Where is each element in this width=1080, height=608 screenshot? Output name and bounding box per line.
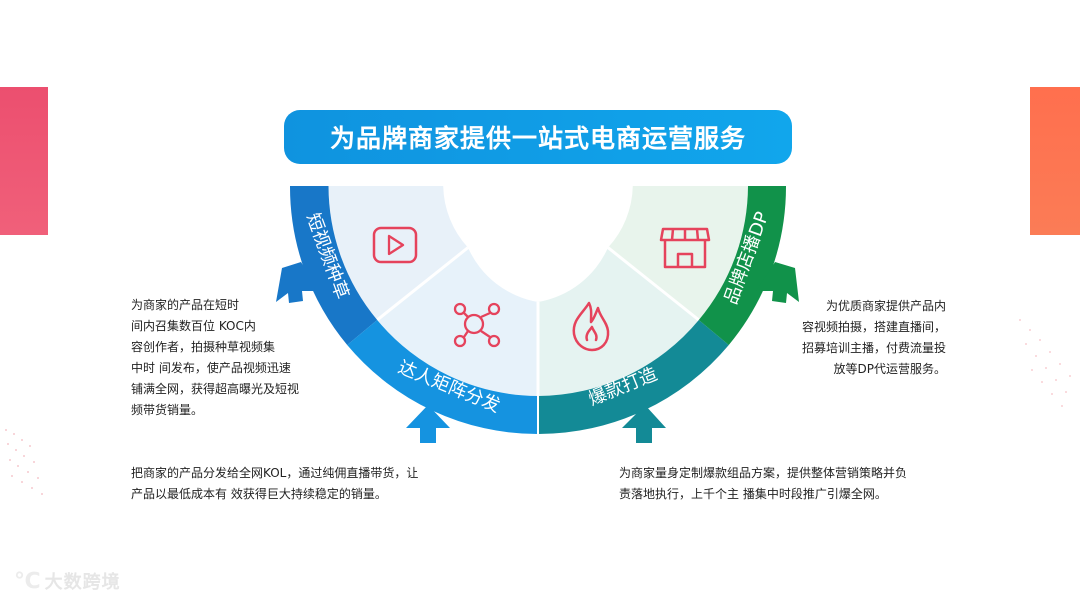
- logo-icon: ℃: [14, 568, 41, 594]
- desc-short-video: 为商家的产品在短时 间内召集数百位 KOC内 容创作者，拍摄种草视频集 中时 间…: [131, 295, 331, 421]
- arrow-brand-store: [756, 262, 799, 303]
- desc-line: 为商家量身定制爆款组品方案，提供整体营销策略并负: [619, 466, 908, 480]
- sector-fill-2: [377, 247, 538, 396]
- play-video-icon: [372, 226, 418, 264]
- diagram-title: 为品牌商家提供一站式电商运营服务: [329, 124, 746, 153]
- arrow-short-video: [276, 262, 319, 303]
- network-nodes-icon: [453, 302, 501, 348]
- band-hot-product: [538, 320, 729, 435]
- arrow-hot-product: [622, 405, 666, 443]
- arrow-influencer: [406, 405, 450, 443]
- divider-3: [607, 246, 700, 322]
- brand-logo: ℃ 大数跨境: [14, 568, 121, 594]
- desc-line: 频带货销量。: [131, 403, 204, 417]
- desc-line: 容创作者，拍摄种草视频集: [131, 340, 276, 354]
- desc-influencer: 把商家的产品分发给全网KOL，通过纯佣直播带货，让 产品以最低成本有 效获得巨大…: [131, 463, 471, 505]
- desc-hot-product: 为商家量身定制爆款组品方案，提供整体营销策略并负 责落地执行，上千个主 播集中时…: [619, 463, 949, 505]
- decorative-dots-left: [5, 429, 43, 495]
- desc-line: 招募培训主播，付费流量投: [801, 341, 946, 355]
- storefront-icon: [659, 227, 711, 269]
- desc-brand-store: 为优质商家提供产品内 容视频拍摄，搭建直播间， 招募培训主播，付费流量投 放等D…: [771, 296, 946, 380]
- desc-line: 容视频拍摄，搭建直播间，: [801, 320, 946, 334]
- sector-fill-3: [538, 247, 699, 396]
- band-influencer: [347, 320, 538, 435]
- desc-line: 铺满全网，获得超高曝光及短视: [131, 382, 300, 396]
- logo-text: 大数跨境: [44, 572, 121, 593]
- desc-line: 放等DP代运营服务。: [833, 362, 946, 376]
- sector-fill-1: [328, 186, 468, 320]
- divider-1: [376, 246, 469, 322]
- desc-line: 间内召集数百位 KOC内: [131, 319, 256, 333]
- title-banner: 为品牌商家提供一站式电商运营服务: [284, 110, 792, 164]
- left-accent-bar: [0, 87, 48, 235]
- band-brand-store: [698, 186, 787, 345]
- flame-icon: [572, 301, 610, 352]
- desc-line: 为商家的产品在短时: [131, 298, 240, 312]
- desc-line: 产品以最低成本有 效获得巨大持续稳定的销量。: [131, 487, 387, 501]
- desc-line: 中时 间发布，使产品视频迅速: [131, 361, 291, 375]
- desc-line: 为优质商家提供产品内: [825, 299, 946, 313]
- right-accent-bar: [1030, 87, 1080, 235]
- band-short-video: [289, 186, 378, 345]
- desc-line: 责落地执行，上千个主 播集中时段推广引爆全网。: [619, 487, 887, 501]
- desc-line: 把商家的产品分发给全网KOL，通过纯佣直播带货，让: [131, 466, 419, 480]
- decorative-dots-right: [1019, 319, 1071, 407]
